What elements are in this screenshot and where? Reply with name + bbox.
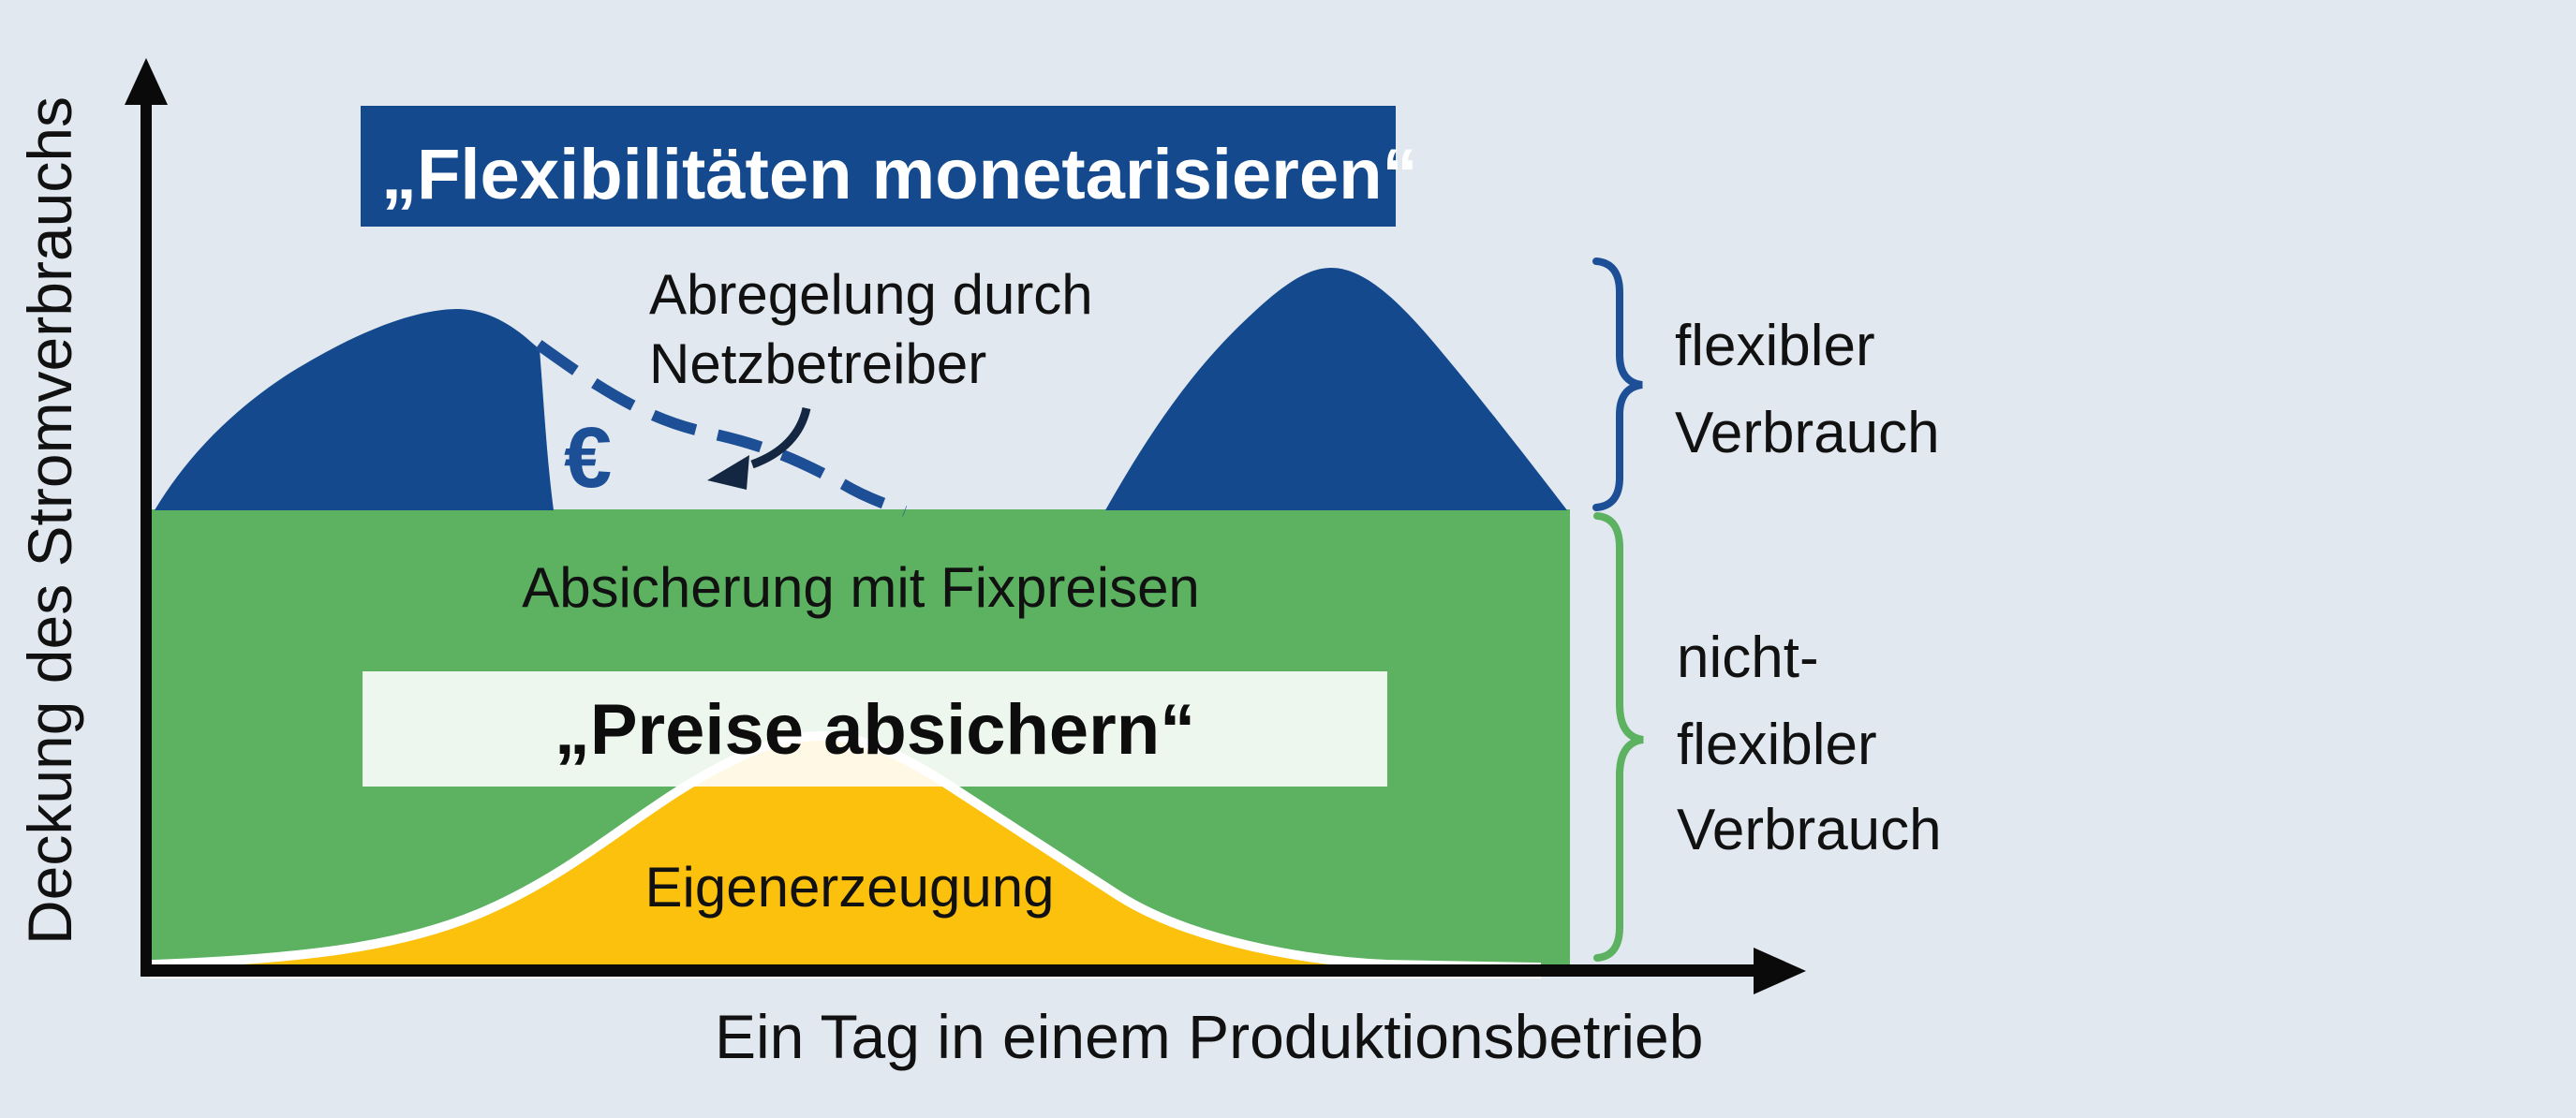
curtailment-label-line2: Netzbetreiber [649,332,986,395]
flexible-label-line2: Verbrauch [1675,401,1940,465]
curtailment-dashed-line [535,340,908,517]
self-generation-label: Eigenerzeugung [644,856,1054,919]
y-axis-arrowhead-icon [125,58,168,105]
flexible-label-line1: flexibler [1675,314,1875,378]
flexible-consumption-hump-right [1105,268,1567,510]
curtailment-arrowhead-icon [707,455,749,490]
x-axis-arrowhead-icon [1754,948,1806,994]
euro-icon: € [564,410,612,506]
flexibility-banner [361,106,1396,227]
y-axis-line [141,89,152,977]
x-axis-label: Ein Tag in einem Produktionsbetrieb [715,1002,1703,1071]
fixed-price-label: Absicherung mit Fixpreisen [522,556,1200,619]
flexible-consumption-hump-left [155,309,554,510]
curtailment-label-line1: Abregelung durch [649,263,1093,326]
non-flexible-brace [1593,512,1644,962]
non-flexible-label-line3: Verbrauch [1677,798,1942,862]
curtailment-arrow [750,406,811,469]
non-flexible-label-line2: flexibler [1677,713,1877,777]
price-banner [363,671,1387,787]
flexible-brace [1592,257,1643,511]
flexibility-banner-label: „Flexibilitäten monetarisieren“ [381,135,1418,214]
price-banner-label: „Preise absichern“ [555,690,1195,770]
y-axis-label: Deckung des Stromverbrauchs [15,96,84,945]
non-flexible-label-line1: nicht- [1677,625,1819,690]
x-axis-line [141,964,1759,977]
